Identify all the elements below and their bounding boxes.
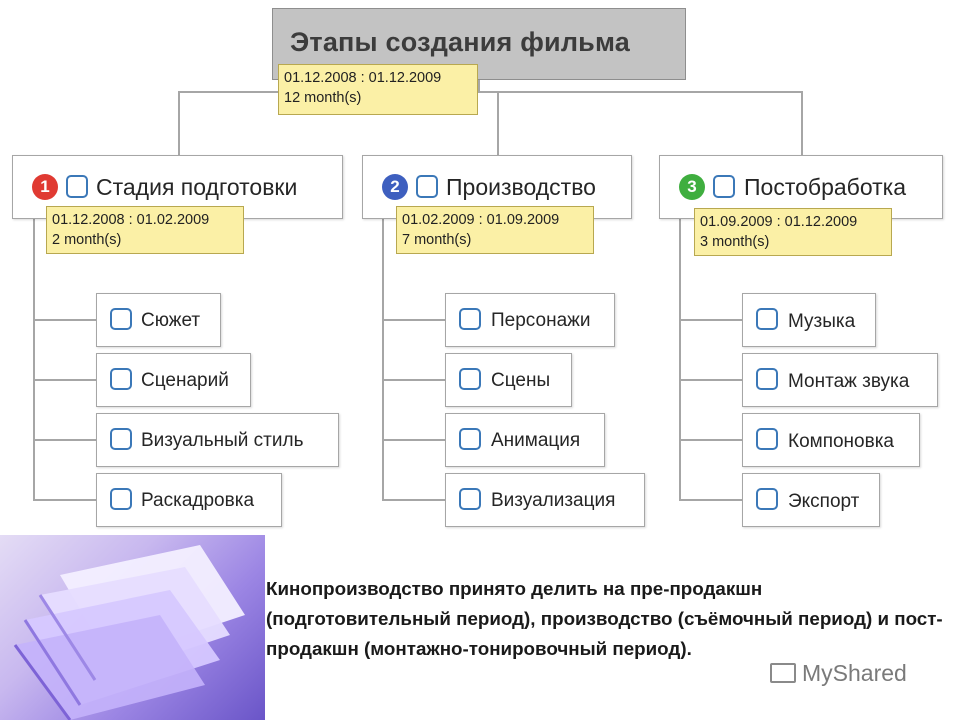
task-checkbox-icon[interactable]: [756, 428, 778, 450]
branch: [382, 499, 445, 501]
task-node[interactable]: Визуальный стиль: [96, 413, 339, 467]
task-checkbox-icon[interactable]: [459, 488, 481, 510]
branch: [679, 379, 742, 381]
task-label: Сцены: [491, 370, 551, 391]
watermark-text: MyShared: [802, 660, 907, 686]
task-node[interactable]: Раскадровка: [96, 473, 282, 527]
stage-node-postproduction[interactable]: [659, 155, 943, 219]
branch: [33, 379, 96, 381]
task-node[interactable]: Монтаж звука: [742, 353, 938, 407]
paper-stack-image: [0, 535, 265, 720]
task-node[interactable]: Сцены: [445, 353, 572, 407]
task-node[interactable]: Визуализация: [445, 473, 645, 527]
task-node[interactable]: Экспорт: [742, 473, 880, 527]
stage-number-badge: 3: [679, 174, 705, 200]
paper-stack-icon: [13, 545, 245, 720]
watermark: MyShared: [770, 660, 907, 687]
task-label: Визуальный стиль: [141, 430, 304, 451]
branch: [679, 319, 742, 321]
task-checkbox-icon[interactable]: [459, 308, 481, 330]
branch: [679, 439, 742, 441]
branch: [382, 379, 445, 381]
branch: [33, 499, 96, 501]
task-checkbox-icon[interactable]: [110, 308, 132, 330]
task-checkbox-icon[interactable]: [459, 368, 481, 390]
stage-checkbox-icon[interactable]: [713, 175, 735, 198]
task-node[interactable]: Музыка: [742, 293, 876, 347]
task-label: Визуализация: [491, 490, 616, 511]
branch: [679, 499, 742, 501]
stage-3-spine: [679, 219, 681, 501]
description-text: Кинопроизводство принято делить на пре-п…: [266, 578, 943, 659]
task-node[interactable]: Компоновка: [742, 413, 920, 467]
root-connector: [478, 80, 480, 92]
task-checkbox-icon[interactable]: [756, 488, 778, 510]
task-label: Сюжет: [141, 310, 201, 331]
branch: [33, 439, 96, 441]
branch: [382, 319, 445, 321]
stage-date-note: 01.09.2009 : 01.12.2009 3 month(s): [694, 208, 892, 256]
stage-checkbox-icon[interactable]: [416, 175, 438, 198]
task-label: Монтаж звука: [788, 371, 910, 392]
root-date-note: 01.12.2008 : 01.12.2009 12 month(s): [278, 64, 478, 115]
presentation-icon: [770, 663, 796, 683]
root-title: Этапы создания фильма: [290, 27, 631, 57]
stage-date-note: 01.12.2008 : 01.02.2009 2 month(s): [46, 206, 244, 254]
stage-2-drop: [497, 91, 499, 156]
stage-bus: [178, 91, 803, 93]
task-checkbox-icon[interactable]: [756, 308, 778, 330]
root-dates: 01.12.2008 : 01.12.2009: [284, 70, 442, 86]
root-duration: 12 month(s): [284, 90, 362, 106]
task-node[interactable]: Персонажи: [445, 293, 615, 347]
task-node[interactable]: Анимация: [445, 413, 605, 467]
task-label: Компоновка: [788, 431, 895, 452]
stage-dates: 01.12.2008 : 01.02.2009: [52, 212, 210, 228]
task-checkbox-icon[interactable]: [110, 368, 132, 390]
stage-dates: 01.09.2009 : 01.12.2009: [700, 214, 858, 230]
stage-number-badge: 1: [32, 174, 58, 200]
task-label: Сценарий: [141, 370, 229, 391]
stage-label: Постобработка: [744, 174, 906, 200]
stage-duration: 3 month(s): [700, 234, 770, 250]
task-checkbox-icon[interactable]: [110, 488, 132, 510]
branch: [382, 439, 445, 441]
stage-1-drop: [178, 91, 180, 156]
stage-label: Стадия подготовки: [96, 174, 298, 200]
task-node[interactable]: Сюжет: [96, 293, 221, 347]
task-label: Экспорт: [788, 491, 860, 512]
task-label: Раскадровка: [141, 490, 255, 511]
stage-duration: 2 month(s): [52, 232, 122, 248]
task-checkbox-icon[interactable]: [459, 428, 481, 450]
task-node[interactable]: Сценарий: [96, 353, 251, 407]
stage-date-note: 01.02.2009 : 01.09.2009 7 month(s): [396, 206, 594, 254]
stage-2-spine: [382, 219, 384, 501]
stage-label: Производство: [446, 174, 596, 200]
stage-1-spine: [33, 219, 35, 501]
task-label: Персонажи: [491, 310, 591, 331]
task-checkbox-icon[interactable]: [756, 368, 778, 390]
branch: [33, 319, 96, 321]
task-label: Анимация: [491, 430, 581, 451]
stage-number-badge: 2: [382, 174, 408, 200]
task-label: Музыка: [788, 311, 856, 332]
stage-3-drop: [801, 91, 803, 156]
task-checkbox-icon[interactable]: [110, 428, 132, 450]
stage-dates: 01.02.2009 : 01.09.2009: [402, 212, 560, 228]
stage-duration: 7 month(s): [402, 232, 472, 248]
stage-checkbox-icon[interactable]: [66, 175, 88, 198]
